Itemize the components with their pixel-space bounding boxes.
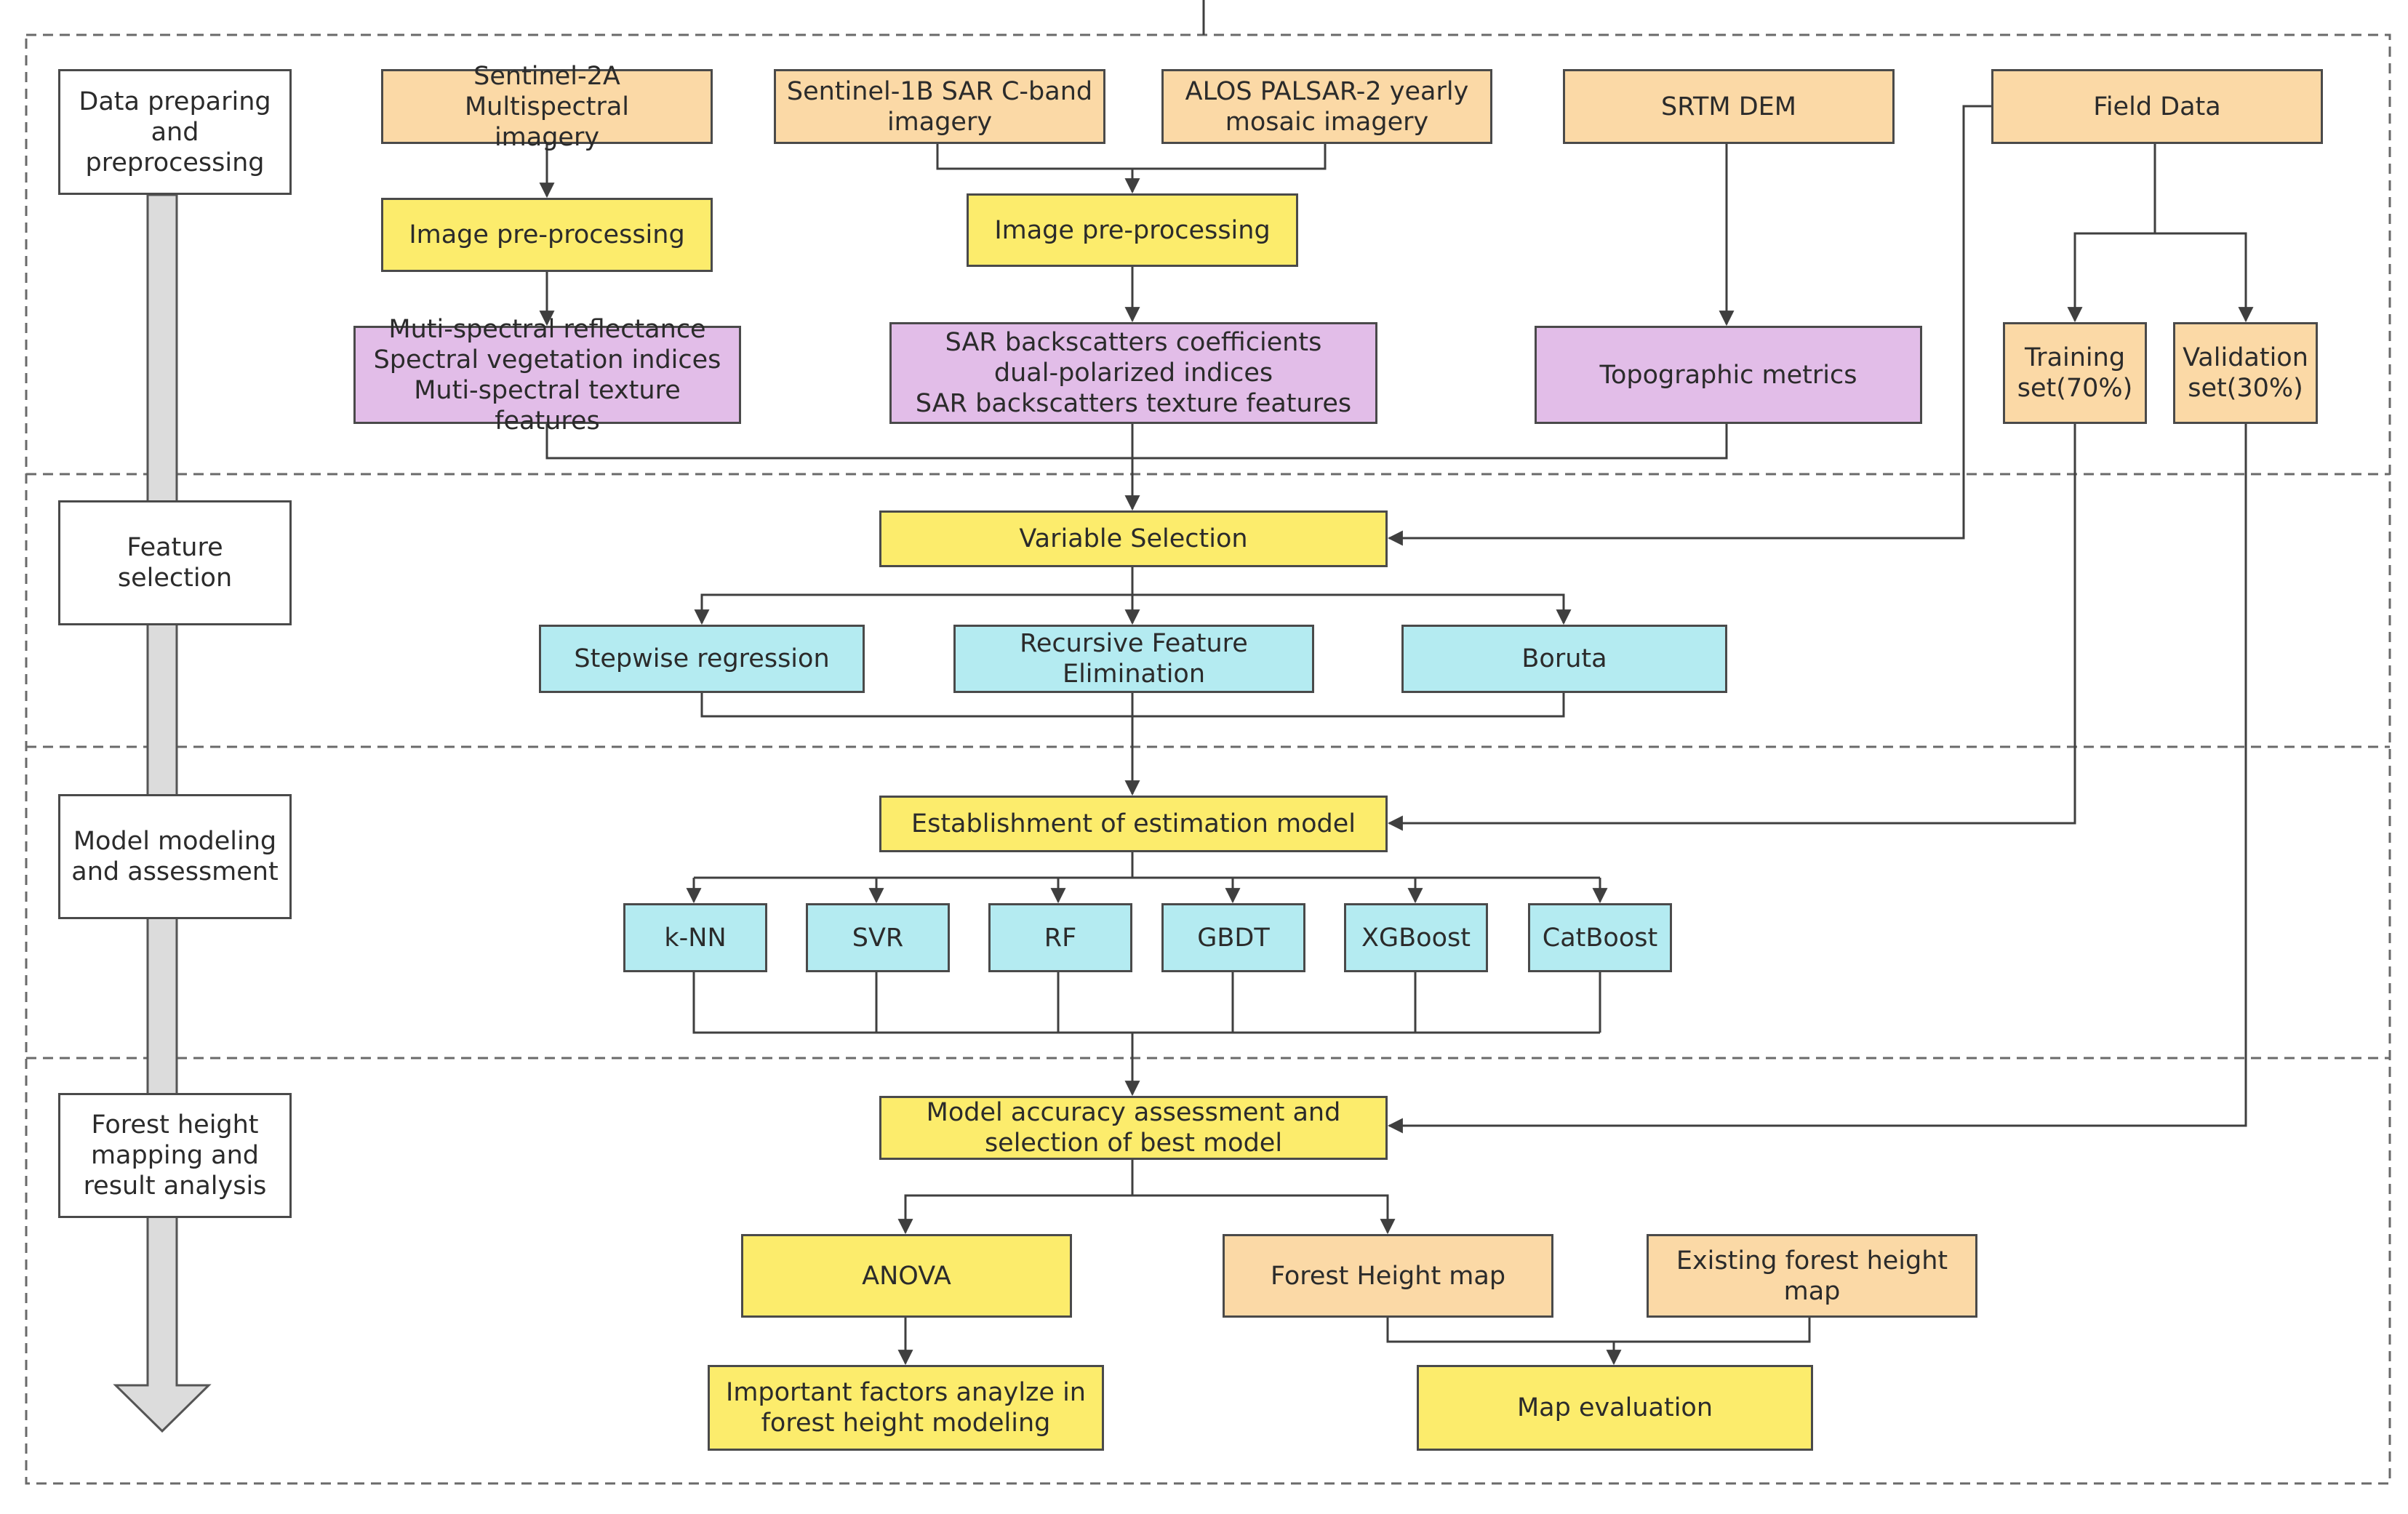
connectors — [539, 105, 2254, 1366]
node-topographic-metrics: Topographic metrics — [1535, 326, 1922, 424]
node-important-factors: Important factors anaylze in forest heig… — [708, 1365, 1104, 1451]
node-svr: SVR — [806, 903, 950, 972]
node-forest-height-map: Forest Height map — [1223, 1234, 1553, 1318]
arrow-accuracy-to-height-map — [1132, 1194, 1396, 1235]
node-alos-palsar: ALOS PALSAR-2 yearly mosaic imagery — [1161, 69, 1492, 144]
node-existing-forest-height-map: Existing forest height map — [1647, 1234, 1977, 1318]
arrow-field-to-validation — [2155, 232, 2254, 323]
node-accuracy-assessment: Model accuracy assessment and selection … — [879, 1096, 1388, 1160]
arrow-field-to-training — [2067, 144, 2156, 323]
line-features-join — [545, 424, 1728, 460]
node-stepwise-regression: Stepwise regression — [539, 625, 865, 693]
node-srtm-dem: SRTM DEM — [1563, 69, 1895, 144]
node-map-evaluation: Map evaluation — [1417, 1365, 1813, 1451]
node-preprocessing-sar: Image pre-processing — [967, 193, 1298, 267]
arrow-validation-to-accuracy — [1387, 424, 2247, 1134]
line-maps-join — [1386, 1318, 1811, 1343]
line-sar-sources-join — [936, 144, 1327, 170]
stage-label-data-preparing: Data preparing and preprocessing — [58, 69, 292, 195]
node-xgboost: XGBoost — [1344, 903, 1488, 972]
node-field-data: Field Data — [1991, 69, 2323, 144]
node-gbdt: GBDT — [1161, 903, 1305, 972]
node-catboost: CatBoost — [1528, 903, 1672, 972]
node-knn: k-NN — [623, 903, 767, 972]
node-preprocessing-optical: Image pre-processing — [381, 198, 713, 272]
node-establishment-model: Establishment of estimation model — [879, 796, 1388, 852]
node-optical-features: Muti-spectral reflectance Spectral veget… — [353, 315, 741, 436]
node-rf: RF — [988, 903, 1132, 972]
node-sentinel-1b: Sentinel-1B SAR C-band imagery — [774, 69, 1105, 144]
arrow-accuracy-to-anova — [897, 1160, 1134, 1235]
node-validation-set: Validation set(30%) — [2173, 322, 2318, 424]
section-frames — [25, 33, 2391, 1485]
stage-label-feature-selection: Feature selection — [58, 500, 292, 625]
outer-frame — [25, 33, 2391, 1485]
node-boruta: Boruta — [1401, 625, 1727, 693]
node-sar-features: SAR backscatters coefficients dual-polar… — [889, 322, 1377, 424]
stage-label-forest-height-mapping: Forest height mapping and result analysi… — [58, 1093, 292, 1218]
node-variable-selection: Variable Selection — [879, 510, 1388, 567]
node-recursive-feature-elimination: Recursive Feature Elimination — [953, 625, 1314, 693]
node-sentinel-2a: Sentinel-2A Multispectral imagery — [381, 62, 713, 152]
arrow-field-to-variable-selection — [1387, 105, 1991, 546]
arrow-training-to-establishment — [1387, 424, 2076, 831]
stage-label-model-modeling: Model modeling and assessment — [58, 794, 292, 919]
node-anova: ANOVA — [741, 1234, 1072, 1318]
node-training-set: Training set(70%) — [2003, 322, 2147, 424]
line-models-join — [692, 972, 1600, 1034]
